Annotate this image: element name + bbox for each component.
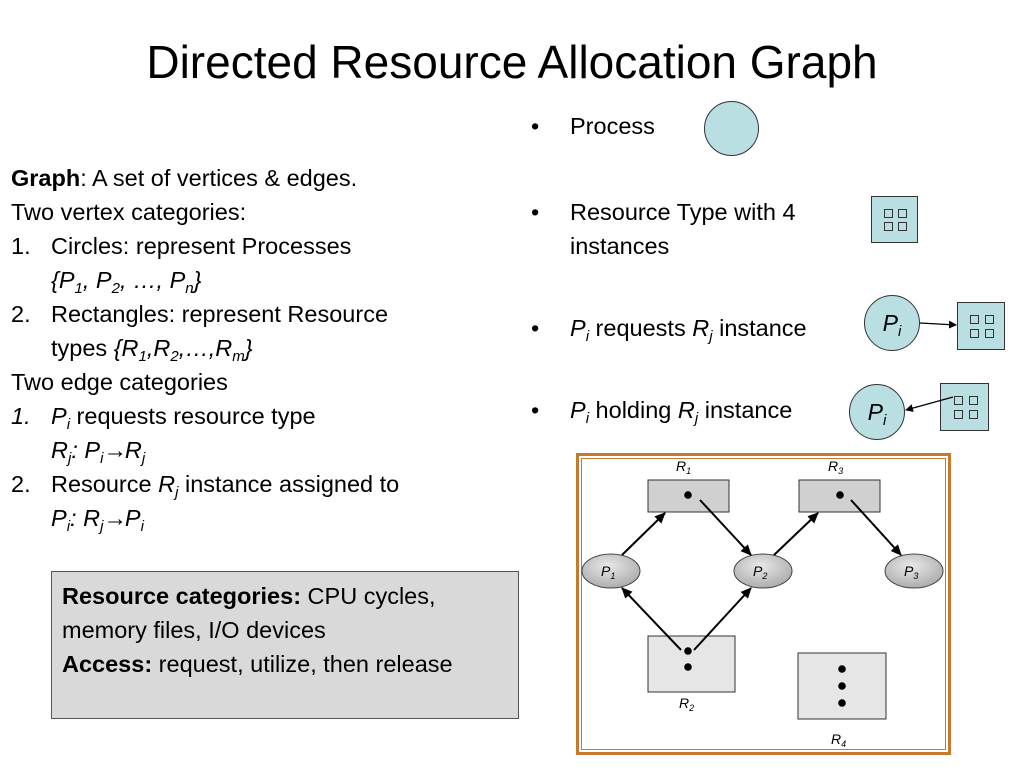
resource-r1-label: R1 <box>676 458 691 476</box>
access-text: request, utilize, then release <box>152 651 453 677</box>
legend-request: • Pi requests Rj instance <box>531 311 861 345</box>
legend-process-label: Process <box>570 113 655 139</box>
vertex-item-1-text: Circles: represent Processes <box>51 233 352 259</box>
edge-p2-to-r3 <box>773 512 819 556</box>
resource-four-instances-icon <box>871 196 918 243</box>
graph-description: : A set of vertices & edges. <box>80 165 358 191</box>
vertex-item-2: 2. Rectangles: represent Resource <box>11 297 511 331</box>
access-label: Access: <box>62 651 153 677</box>
process-p1 <box>581 553 641 589</box>
bullet: • <box>531 397 540 423</box>
resource-r4-label: R4 <box>831 731 846 749</box>
vertex-item-2-number: 2. <box>11 301 31 327</box>
process-set: {P1, P2, …, Pn} <box>51 267 202 297</box>
process-circle-icon <box>704 101 759 156</box>
resource-set: types {R1,R2,…,Rm} <box>51 335 253 365</box>
legend-holding: • Pi holding Rj instance <box>531 393 851 427</box>
legend-resource-line1: Resource Type with 4 <box>570 199 796 225</box>
holding-process-circle: Pi <box>849 384 905 440</box>
resource-categories-box: Resource categories: CPU cycles, memory … <box>51 571 519 719</box>
bullet: • <box>531 199 540 225</box>
process-p2 <box>733 553 793 589</box>
edge-item-1: 1. Pi requests resource type <box>11 399 511 433</box>
legend-process: • Process <box>531 109 731 143</box>
edge-r1-to-p2 <box>699 499 752 556</box>
vertex-item-2-text: Rectangles: represent Resource <box>51 301 389 327</box>
vertex-item-1: 1. Circles: represent Processes <box>11 229 511 263</box>
edge-p1-to-r1 <box>621 512 666 556</box>
graph-bold-label: Graph <box>11 165 81 191</box>
request-edge-relation: Rj: Pi→Rj <box>51 437 146 467</box>
legend-resource-line2: instances <box>570 233 670 259</box>
legend-holding-text: Pi holding Rj instance <box>570 397 793 427</box>
resource-r2 <box>647 635 736 693</box>
slide-title: Directed Resource Allocation Graph <box>146 36 878 88</box>
resource-categories-text: CPU cycles, memory files, I/O devices <box>62 583 436 643</box>
process-p3 <box>884 553 944 589</box>
legend-resource: • Resource Type with 4 instances <box>531 195 851 263</box>
edge-r2-to-p2 <box>693 587 752 651</box>
vertex-heading: Two vertex categories: <box>11 199 247 225</box>
edge-item-2-number: 2. <box>11 471 31 497</box>
edge-r2-to-p1 <box>621 587 682 651</box>
edge-heading: Two edge categories <box>11 369 228 395</box>
request-process-circle: Pi <box>864 295 920 351</box>
legend-request-text: Pi requests Rj instance <box>570 315 807 345</box>
resource-r2-label: R2 <box>679 695 694 713</box>
bullet: • <box>531 315 540 341</box>
edge-item-1-text: Pi requests resource type <box>51 403 316 433</box>
graph-definition: Graph: A set of vertices & edges. Two ve… <box>11 161 511 535</box>
request-resource-icon <box>957 302 1005 350</box>
resource-categories-label: Resource categories: <box>62 583 302 609</box>
vertex-item-1-number: 1. <box>11 233 31 259</box>
bullet: • <box>531 113 540 139</box>
edge-item-1-number: 1. <box>11 403 31 429</box>
graph-line: Graph: A set of vertices & edges. <box>11 161 511 195</box>
edge-r3-to-p3 <box>850 499 902 556</box>
edge-item-2: 2. Resource Rj instance assigned to <box>11 467 511 501</box>
assignment-edge-relation: Pi: Rj→Pi <box>51 505 144 535</box>
edge-item-2-text: Resource Rj instance assigned to <box>51 471 400 501</box>
resource-r3-label: R3 <box>828 458 843 476</box>
